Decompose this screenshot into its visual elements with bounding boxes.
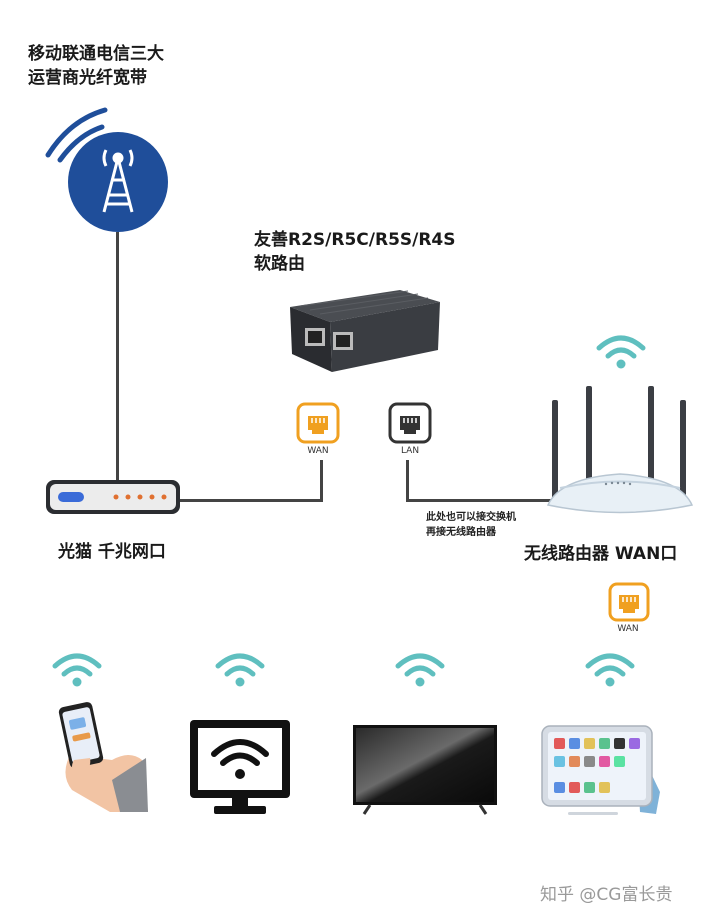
isp-label-line1: 移动联通电信三大 [28, 44, 164, 64]
modem-label: 光猫 千兆网口 [58, 542, 166, 562]
switch-note-line1: 此处也可以接交换机 [426, 512, 516, 523]
wan-port-label: WAN [307, 446, 329, 456]
lan-port-label: LAN [400, 446, 420, 456]
link-lan-router-h [406, 499, 556, 502]
link-modem-wan-v [320, 460, 323, 502]
watermark: 知乎 @CG富长贵 [540, 885, 673, 905]
soft-router-device [290, 290, 440, 372]
switch-note-line2: 再接无线路由器 [426, 527, 496, 538]
soft-router-label-line2: 软路由 [254, 254, 305, 274]
isp-tower-icon [45, 107, 168, 232]
modem-device [46, 480, 180, 514]
tv-device [353, 725, 497, 815]
link-isp-modem [116, 232, 119, 482]
soft-router-label: 友善R2S/R5C/R5S/R4S 软路由 [254, 228, 456, 276]
monitor-device [190, 720, 290, 814]
client-wifi-icon [52, 653, 102, 687]
client-wifi-icon [395, 653, 445, 687]
isp-label: 移动联通电信三大 运营商光纤宽带 [28, 42, 164, 90]
client-wifi-icon [585, 653, 635, 687]
router-wan-port-label: WAN [617, 624, 639, 634]
router-wifi-icon [596, 335, 646, 369]
link-modem-wan-h [178, 499, 322, 502]
isp-label-line2: 运营商光纤宽带 [28, 68, 147, 88]
wireless-router-label: 无线路由器 WAN口 [524, 544, 678, 564]
client-wifi-icon [215, 653, 265, 687]
link-lan-router-v [406, 460, 409, 502]
wan-port-icon [296, 402, 340, 444]
tablet-device [541, 725, 660, 815]
wireless-router-device [546, 386, 694, 514]
lan-port-icon [388, 402, 432, 444]
smartphone-device [58, 702, 148, 812]
soft-router-label-line1: 友善R2S/R5C/R5S/R4S [254, 230, 456, 250]
switch-note: 此处也可以接交换机 再接无线路由器 [426, 510, 516, 540]
router-wan-port-icon [608, 582, 650, 622]
